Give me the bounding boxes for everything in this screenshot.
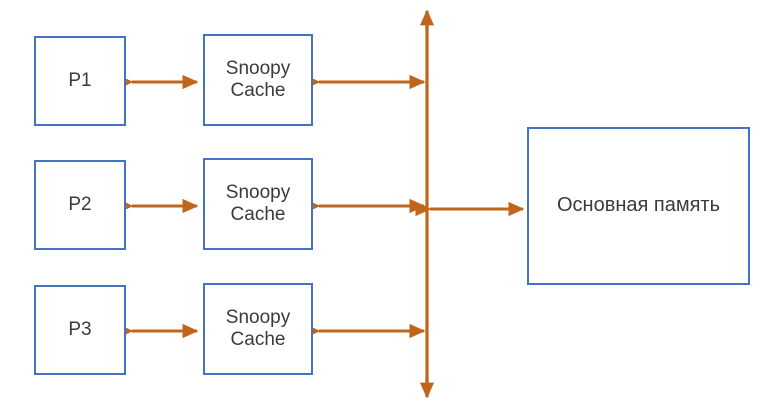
processor-label: P2 (68, 193, 92, 215)
snoopy-cache-node-3[interactable]: Snoopy Cache (203, 283, 313, 375)
snoopy-cache-label: Snoopy Cache (225, 181, 291, 225)
snoopy-cache-node-1[interactable]: Snoopy Cache (203, 34, 313, 126)
processor-node-p2[interactable]: P2 (34, 160, 126, 250)
snoopy-cache-label: Snoopy Cache (225, 57, 291, 101)
processor-node-p3[interactable]: P3 (34, 285, 126, 375)
main-memory-node[interactable]: Основная память (527, 127, 750, 285)
snoopy-cache-label: Snoopy Cache (225, 306, 291, 350)
processor-label: P3 (68, 318, 92, 340)
main-memory-label: Основная память (556, 194, 721, 217)
snoopy-cache-node-2[interactable]: Snoopy Cache (203, 158, 313, 250)
processor-label: P1 (68, 69, 92, 91)
processor-node-p1[interactable]: P1 (34, 36, 126, 126)
